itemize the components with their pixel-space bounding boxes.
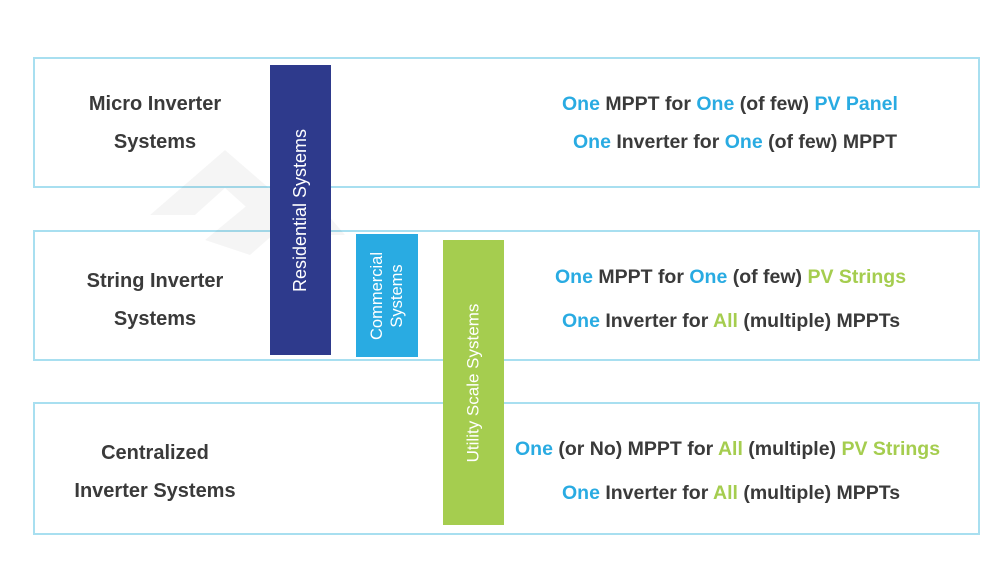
line-token: (of few) xyxy=(727,266,808,288)
micro-mppt-line: One MPPT for One (of few) PV Panel xyxy=(562,93,898,116)
line-token: One xyxy=(696,93,735,115)
line-token: All xyxy=(713,482,738,504)
line-token: All xyxy=(713,310,738,332)
line-token: One xyxy=(562,93,600,115)
string-inverter-title: String Inverter Systems xyxy=(35,262,275,338)
commercial-systems-label-line1: Commercial xyxy=(368,251,387,340)
string-inverter-title-line2: Systems xyxy=(113,308,197,330)
line-token: Inverter for xyxy=(599,482,713,504)
string-inverter-row: String Inverter Systems One MPPT for One… xyxy=(33,230,980,361)
utility-scale-systems-bar: Utility Scale Systems xyxy=(443,240,504,525)
line-token: (multiple) MPPTs xyxy=(737,482,901,504)
line-token: PV Strings xyxy=(807,266,907,288)
line-token: One xyxy=(555,266,593,288)
line-token: (of few) xyxy=(734,93,815,115)
line-token: Inverter for xyxy=(599,310,713,332)
micro-inverter-title-line1: Micro Inverter xyxy=(88,93,222,115)
micro-inverter-title: Micro Inverter Systems xyxy=(35,85,275,161)
commercial-systems-bar: Commercial Systems xyxy=(356,234,418,357)
line-token: (of few) MPPT xyxy=(762,131,897,153)
line-token: PV Panel xyxy=(814,93,898,115)
line-token: One xyxy=(515,438,553,460)
central-inverter-line: One Inverter for All (multiple) MPPTs xyxy=(562,482,900,505)
commercial-systems-label-line2: Systems xyxy=(388,263,407,328)
central-mppt-line: One (or No) MPPT for All (multiple) PV S… xyxy=(515,438,940,461)
line-token: Inverter for xyxy=(610,131,725,153)
line-token: MPPT for xyxy=(592,266,690,288)
centralized-inverter-title-line2: Inverter Systems xyxy=(74,480,236,502)
commercial-systems-label: Commercial Systems xyxy=(367,251,407,339)
line-token: One xyxy=(689,266,728,288)
string-inverter-line: One Inverter for All (multiple) MPPTs xyxy=(562,310,900,333)
line-token: One xyxy=(573,131,611,153)
micro-inverter-line: One Inverter for One (of few) MPPT xyxy=(573,131,897,154)
utility-scale-systems-label: Utility Scale Systems xyxy=(463,303,483,462)
residential-systems-bar: Residential Systems xyxy=(270,65,331,355)
micro-inverter-row: Micro Inverter Systems One MPPT for One … xyxy=(33,57,980,188)
line-token: (or No) MPPT for xyxy=(552,438,718,460)
line-token: One xyxy=(562,482,600,504)
centralized-inverter-title: Centralized Inverter Systems xyxy=(35,434,275,510)
line-token: MPPT for xyxy=(599,93,697,115)
centralized-inverter-row: Centralized Inverter Systems One (or No)… xyxy=(33,402,980,535)
string-inverter-title-line1: String Inverter xyxy=(86,270,224,292)
line-token: All xyxy=(717,438,743,460)
line-token: (multiple) MPPTs xyxy=(737,310,901,332)
string-mppt-line: One MPPT for One (of few) PV Strings xyxy=(555,266,906,289)
line-token: One xyxy=(562,310,600,332)
micro-inverter-title-line2: Systems xyxy=(113,131,197,153)
line-token: One xyxy=(724,131,763,153)
residential-systems-label: Residential Systems xyxy=(290,128,311,292)
line-token: PV Strings xyxy=(841,438,941,460)
line-token: (multiple) xyxy=(742,438,842,460)
centralized-inverter-title-line1: Centralized xyxy=(101,442,209,464)
